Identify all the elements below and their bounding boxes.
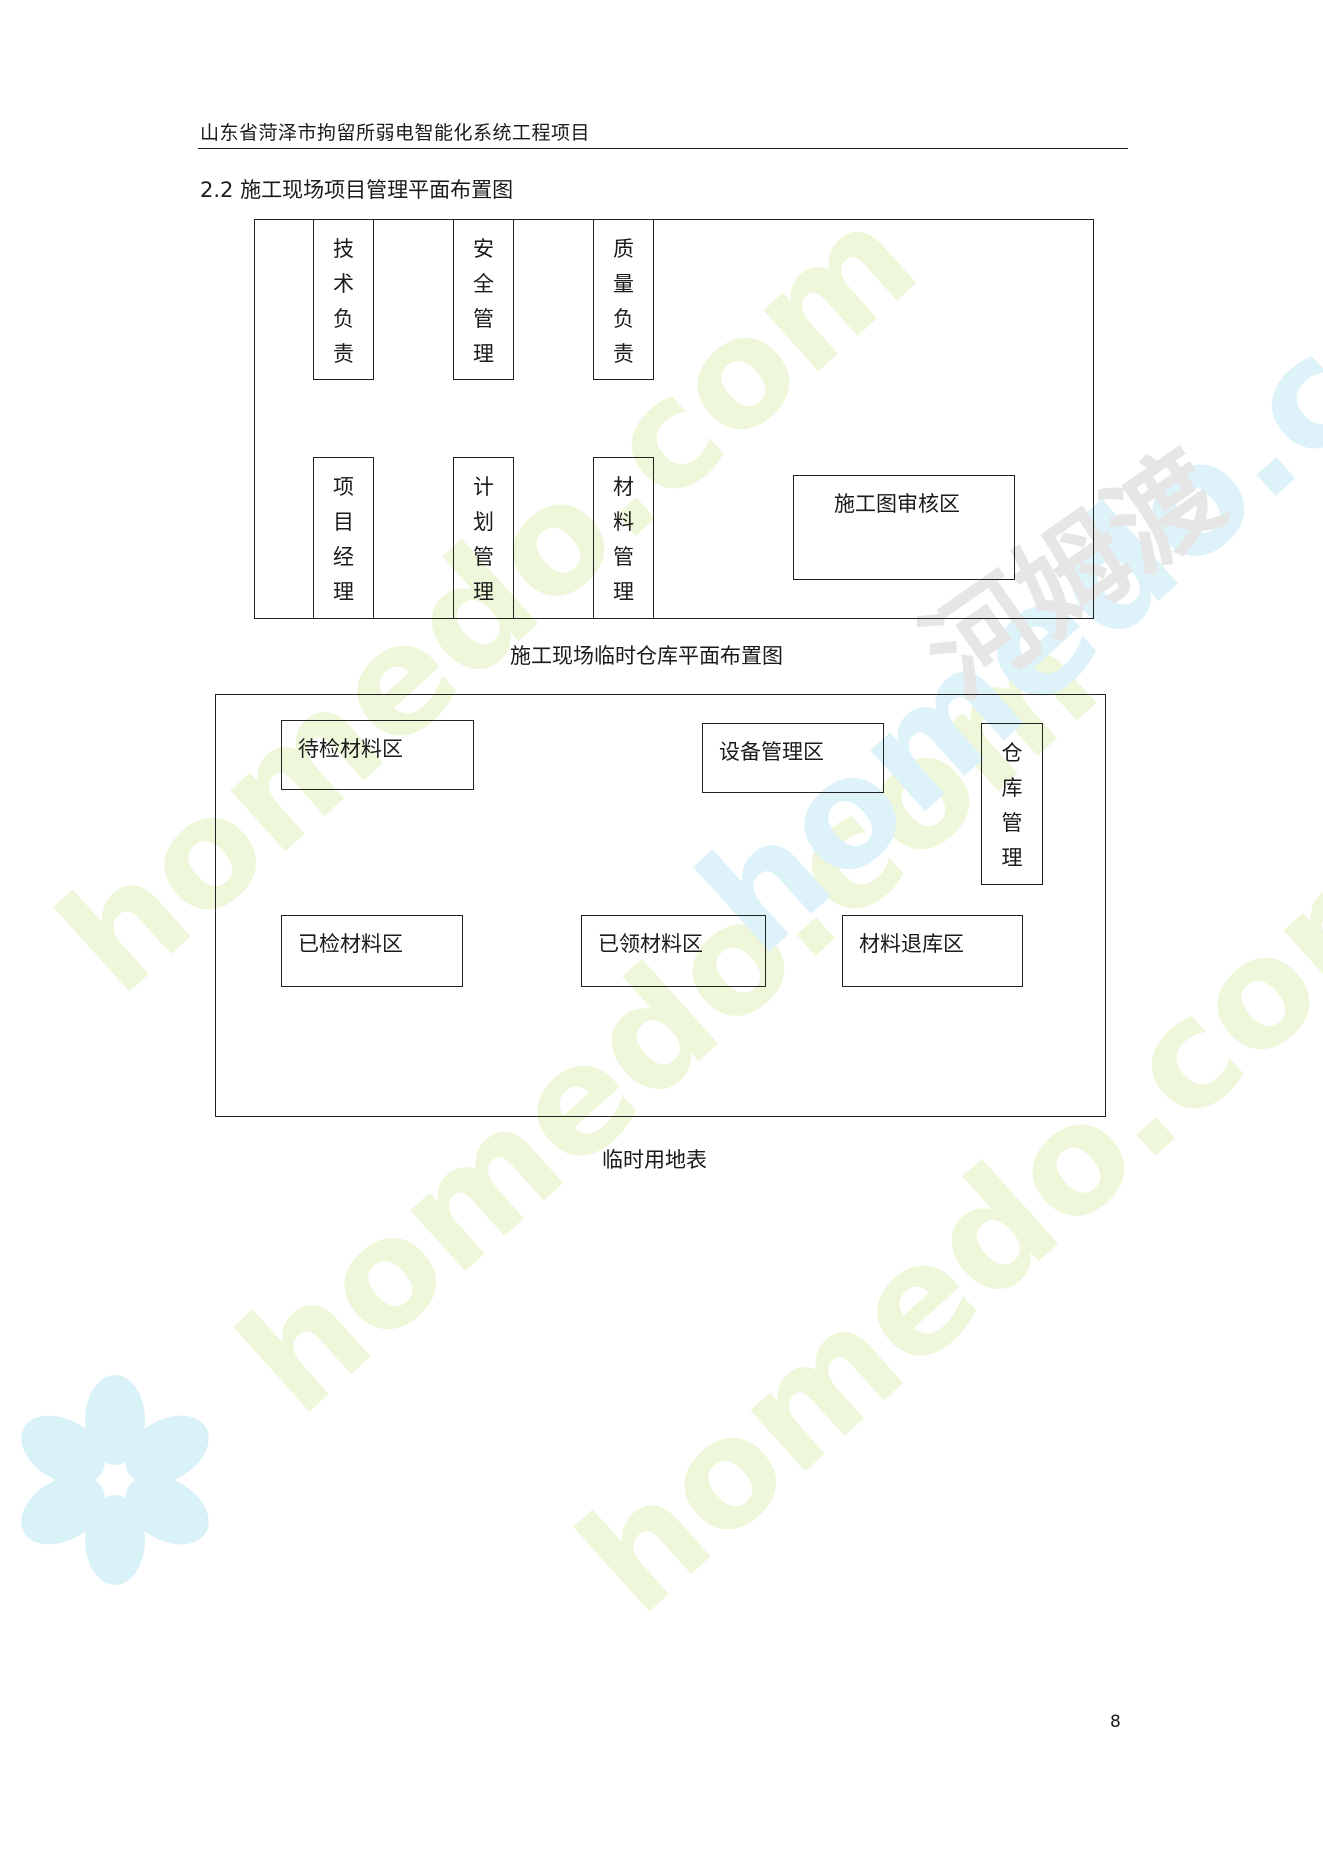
box-char: 技 xyxy=(333,237,354,261)
box-char: 负 xyxy=(333,307,354,331)
box-char: 理 xyxy=(473,342,494,366)
received-material-area-box: 已领材料区 xyxy=(581,915,766,987)
warehouse-layout-caption: 施工现场临时仓库平面布置图 xyxy=(510,644,783,668)
page-number: 8 xyxy=(1110,1712,1121,1732)
box-char: 管 xyxy=(473,545,494,569)
box-char: 仓 xyxy=(1001,741,1023,765)
box-char: 术 xyxy=(333,272,354,296)
box-char: 理 xyxy=(333,580,354,604)
project-manager-box: 项 目 经 理 xyxy=(313,457,374,619)
project-management-layout xyxy=(254,219,1094,619)
technical-lead-box: 技 术 负 责 xyxy=(313,219,374,380)
box-char: 全 xyxy=(473,272,494,296)
running-header: 山东省菏泽市拘留所弱电智能化系统工程项目 xyxy=(200,122,591,144)
box-char: 库 xyxy=(1001,776,1023,800)
inspected-material-area-box: 已检材料区 xyxy=(281,915,463,987)
box-char: 理 xyxy=(473,580,494,604)
section-title: 2.2 施工现场项目管理平面布置图 xyxy=(200,178,514,202)
box-char: 管 xyxy=(1001,811,1023,835)
box-char: 计 xyxy=(473,475,494,499)
box-char: 量 xyxy=(613,272,634,296)
box-char: 经 xyxy=(333,545,354,569)
drawing-review-area-box: 施工图审核区 xyxy=(793,475,1015,580)
box-char: 目 xyxy=(333,510,354,534)
flower-logo-icon xyxy=(21,1375,209,1585)
box-char: 质 xyxy=(613,237,634,261)
box-char: 责 xyxy=(333,342,354,366)
box-char: 负 xyxy=(613,307,634,331)
temporary-land-caption: 临时用地表 xyxy=(602,1148,707,1172)
box-char: 管 xyxy=(473,307,494,331)
equipment-management-area-box: 设备管理区 xyxy=(702,723,884,793)
box-char: 安 xyxy=(473,237,494,261)
header-divider xyxy=(198,148,1128,149)
returned-material-area-box: 材料退库区 xyxy=(842,915,1023,987)
box-char: 划 xyxy=(473,510,494,534)
planning-management-box: 计 划 管 理 xyxy=(453,457,514,619)
box-char: 管 xyxy=(613,545,634,569)
warehouse-layout xyxy=(215,694,1106,1117)
box-char: 材 xyxy=(613,475,634,499)
box-char: 项 xyxy=(333,475,354,499)
warehouse-management-box: 仓 库 管 理 xyxy=(981,723,1043,885)
box-char: 料 xyxy=(613,510,634,534)
safety-management-box: 安 全 管 理 xyxy=(453,219,514,380)
material-management-box: 材 料 管 理 xyxy=(593,457,654,619)
box-char: 责 xyxy=(613,342,634,366)
quality-lead-box: 质 量 负 责 xyxy=(593,219,654,380)
box-char: 理 xyxy=(613,580,634,604)
pending-inspection-area-box: 待检材料区 xyxy=(281,720,474,790)
box-char: 理 xyxy=(1001,846,1023,870)
